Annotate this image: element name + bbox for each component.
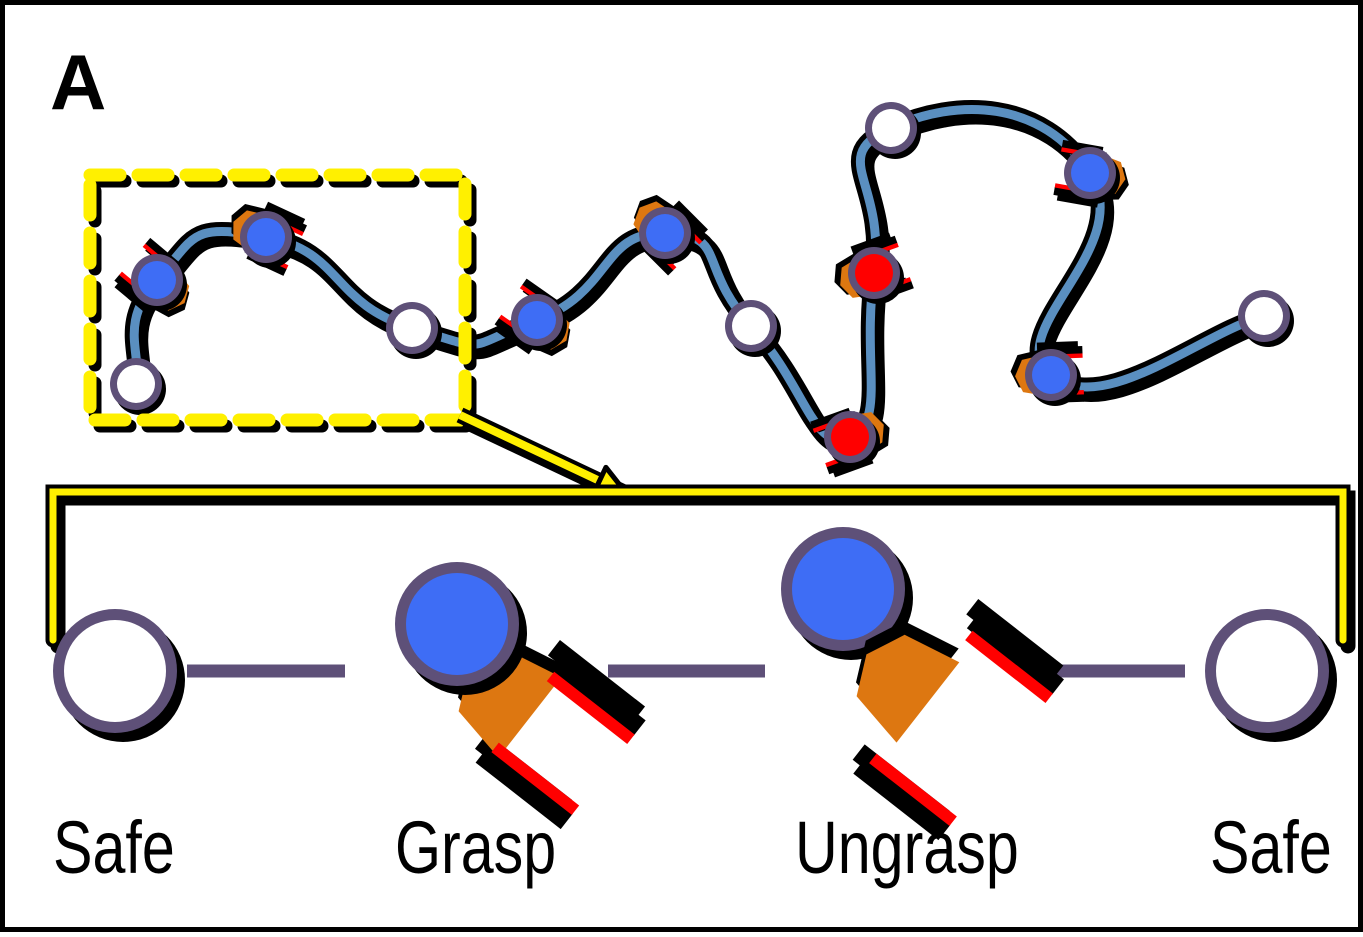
selection-box-outline[interactable] bbox=[83, 168, 472, 427]
node-n7[interactable] bbox=[831, 418, 869, 456]
legend-node-grasp bbox=[406, 573, 508, 675]
legend-gripper-ungrasp-body bbox=[856, 634, 960, 743]
legend-node-ungrasp bbox=[792, 538, 894, 640]
node-n1[interactable] bbox=[138, 261, 176, 299]
callout-line bbox=[458, 411, 625, 496]
legend-gripper-ungrasp-finger-bottom bbox=[966, 612, 1064, 695]
legend-gripper-grasp-pad-bottom bbox=[546, 671, 635, 744]
node-n10[interactable] bbox=[1071, 154, 1109, 192]
figure-canvas bbox=[45, 100, 1356, 841]
panel-letter: A bbox=[50, 38, 106, 126]
legend-label-grasp: Grasp bbox=[395, 806, 557, 889]
legend-gripper-grasp-finger-top bbox=[475, 747, 573, 830]
legend-label-safe-start: Safe bbox=[53, 806, 175, 889]
node-n4[interactable] bbox=[518, 301, 556, 339]
node-n2[interactable] bbox=[247, 218, 285, 256]
finger-bot-shadow bbox=[673, 200, 708, 236]
legend-gripper-grasp-pad-top bbox=[491, 742, 580, 815]
node-n3[interactable] bbox=[393, 309, 431, 347]
node-n12[interactable] bbox=[1245, 297, 1283, 335]
legend-gripper-grasp-finger-bottom bbox=[548, 653, 646, 736]
legend-gripper-ungrasp-finger-top bbox=[853, 758, 951, 841]
node-n11[interactable] bbox=[1032, 356, 1070, 394]
node-n5[interactable] bbox=[646, 214, 684, 252]
legend-gripper-ungrasp-pad-top bbox=[869, 753, 957, 826]
bracket-line bbox=[49, 488, 1347, 644]
legend-label-safe-end: Safe bbox=[1210, 806, 1332, 889]
bracket-outline bbox=[45, 484, 1351, 648]
finger-bot-shadow bbox=[114, 281, 152, 314]
legend-node-safe-start bbox=[64, 620, 166, 722]
bracket-shadow bbox=[50, 490, 1356, 654]
node-n8[interactable] bbox=[855, 254, 893, 292]
node-n0[interactable] bbox=[117, 365, 155, 403]
selection-box[interactable] bbox=[83, 168, 477, 433]
trajectory-edges bbox=[124, 100, 1278, 455]
legend-gripper-ungrasp-pad-bottom bbox=[965, 630, 1053, 703]
legend-shapes bbox=[53, 527, 1337, 841]
trajectory-line bbox=[129, 105, 1269, 444]
trajectory-nodes bbox=[110, 102, 1294, 468]
node-n6[interactable] bbox=[732, 307, 770, 345]
node-n9[interactable] bbox=[872, 109, 910, 147]
legend-node-safe-end bbox=[1216, 620, 1318, 722]
legend-gripper-ungrasp bbox=[852, 599, 1064, 841]
legend-label-ungrasp: Ungrasp bbox=[795, 806, 1019, 889]
legend-bracket bbox=[45, 484, 1356, 654]
finger-bot-shadow bbox=[495, 324, 534, 355]
